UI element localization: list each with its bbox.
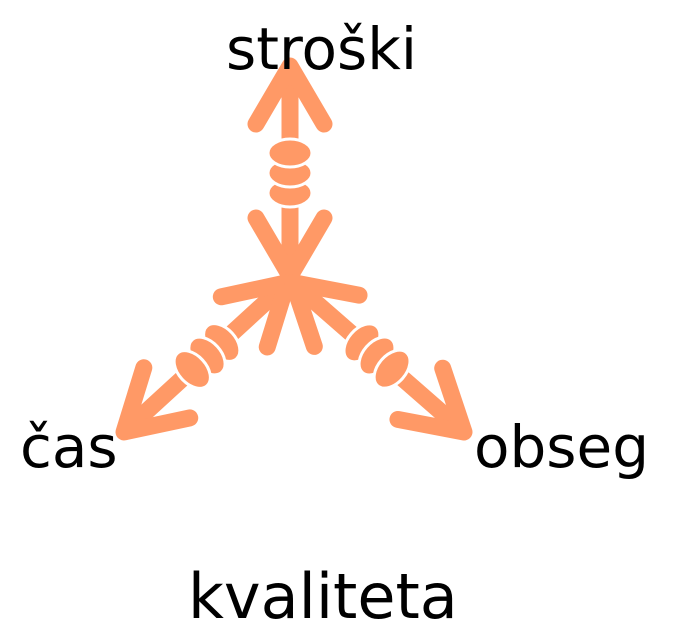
arrow-scope [284, 274, 473, 441]
arrow-twist [266, 137, 314, 209]
arrowhead-outer [247, 57, 333, 133]
label-quality: kvaliteta [188, 560, 458, 633]
label-costs: stroški [226, 15, 417, 83]
arrow-time [115, 274, 296, 441]
arrow-costs [247, 57, 333, 285]
arrowhead-outer [389, 359, 473, 441]
coil-loop [172, 349, 212, 390]
coil-loop [372, 348, 412, 390]
label-scope: obseg [474, 413, 650, 481]
label-time: čas [20, 413, 118, 481]
arrow-twist [172, 322, 242, 390]
arrowhead-inner [284, 274, 368, 355]
arrow-group [115, 57, 473, 441]
coil-loop [266, 137, 314, 169]
arrowhead-outer [115, 359, 199, 441]
arrow-twist [342, 322, 412, 390]
